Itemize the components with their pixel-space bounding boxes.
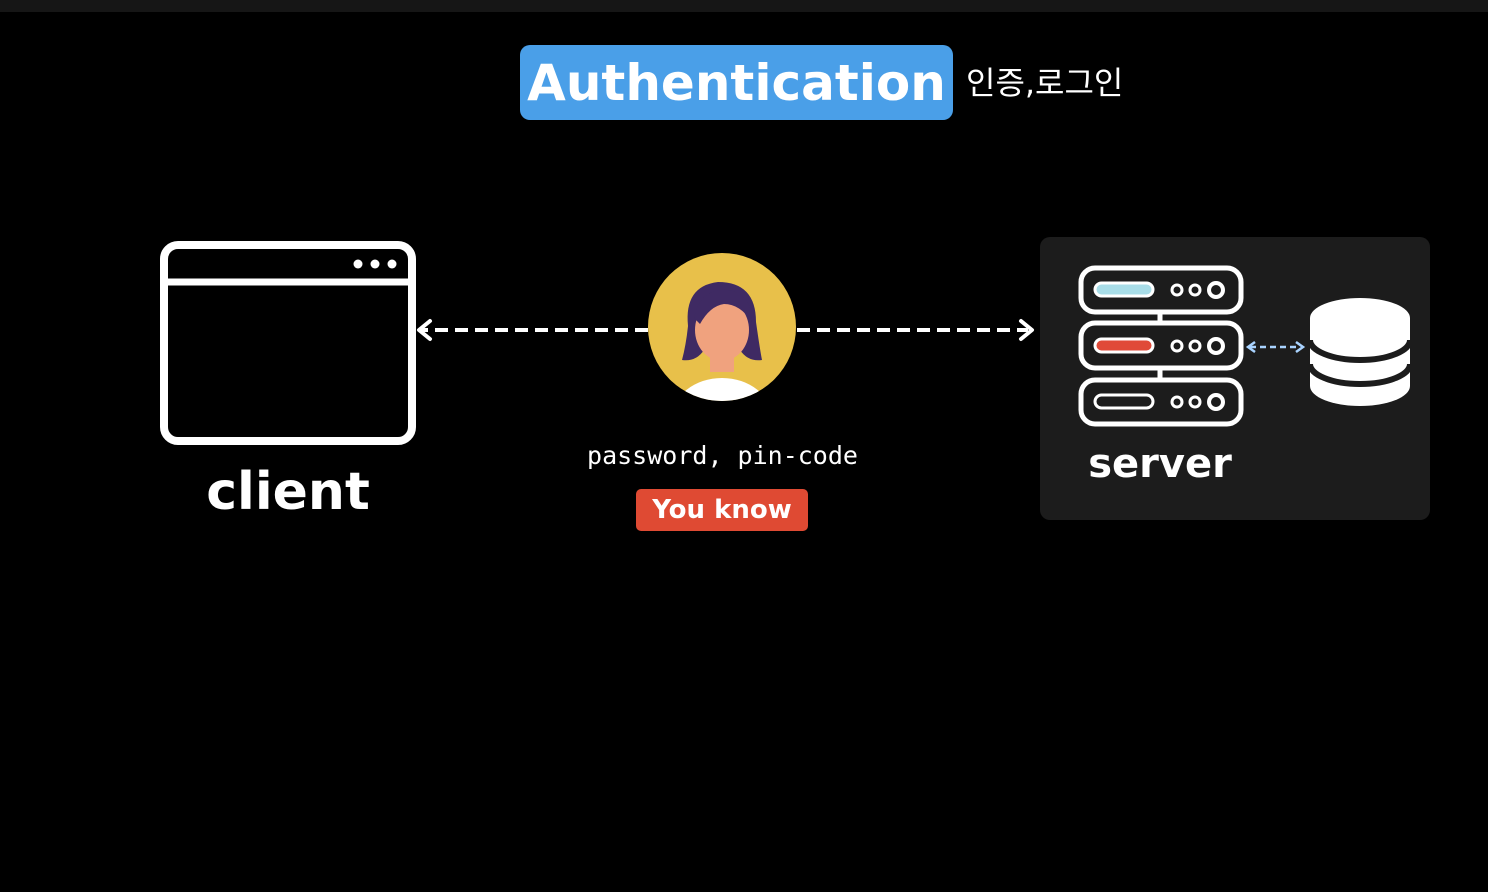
credential-caption: password, pin-code — [587, 441, 858, 470]
arrow-to-client — [417, 319, 648, 341]
client-label: client — [206, 462, 370, 522]
server-rack-icon — [1078, 265, 1244, 427]
server-label: server — [1088, 441, 1232, 487]
title-badge: Authentication — [520, 45, 953, 120]
user-avatar-icon — [648, 253, 796, 401]
db-link-arrow — [1245, 340, 1306, 354]
page-title: Authentication — [527, 53, 946, 112]
database-icon — [1307, 298, 1413, 406]
you-know-label: You know — [652, 495, 792, 525]
top-strip — [0, 0, 1488, 12]
you-know-badge: You know — [636, 489, 808, 531]
title-note: 인증,로그인 — [966, 64, 1124, 102]
arrow-to-server — [797, 319, 1034, 341]
browser-window-icon — [160, 241, 416, 445]
